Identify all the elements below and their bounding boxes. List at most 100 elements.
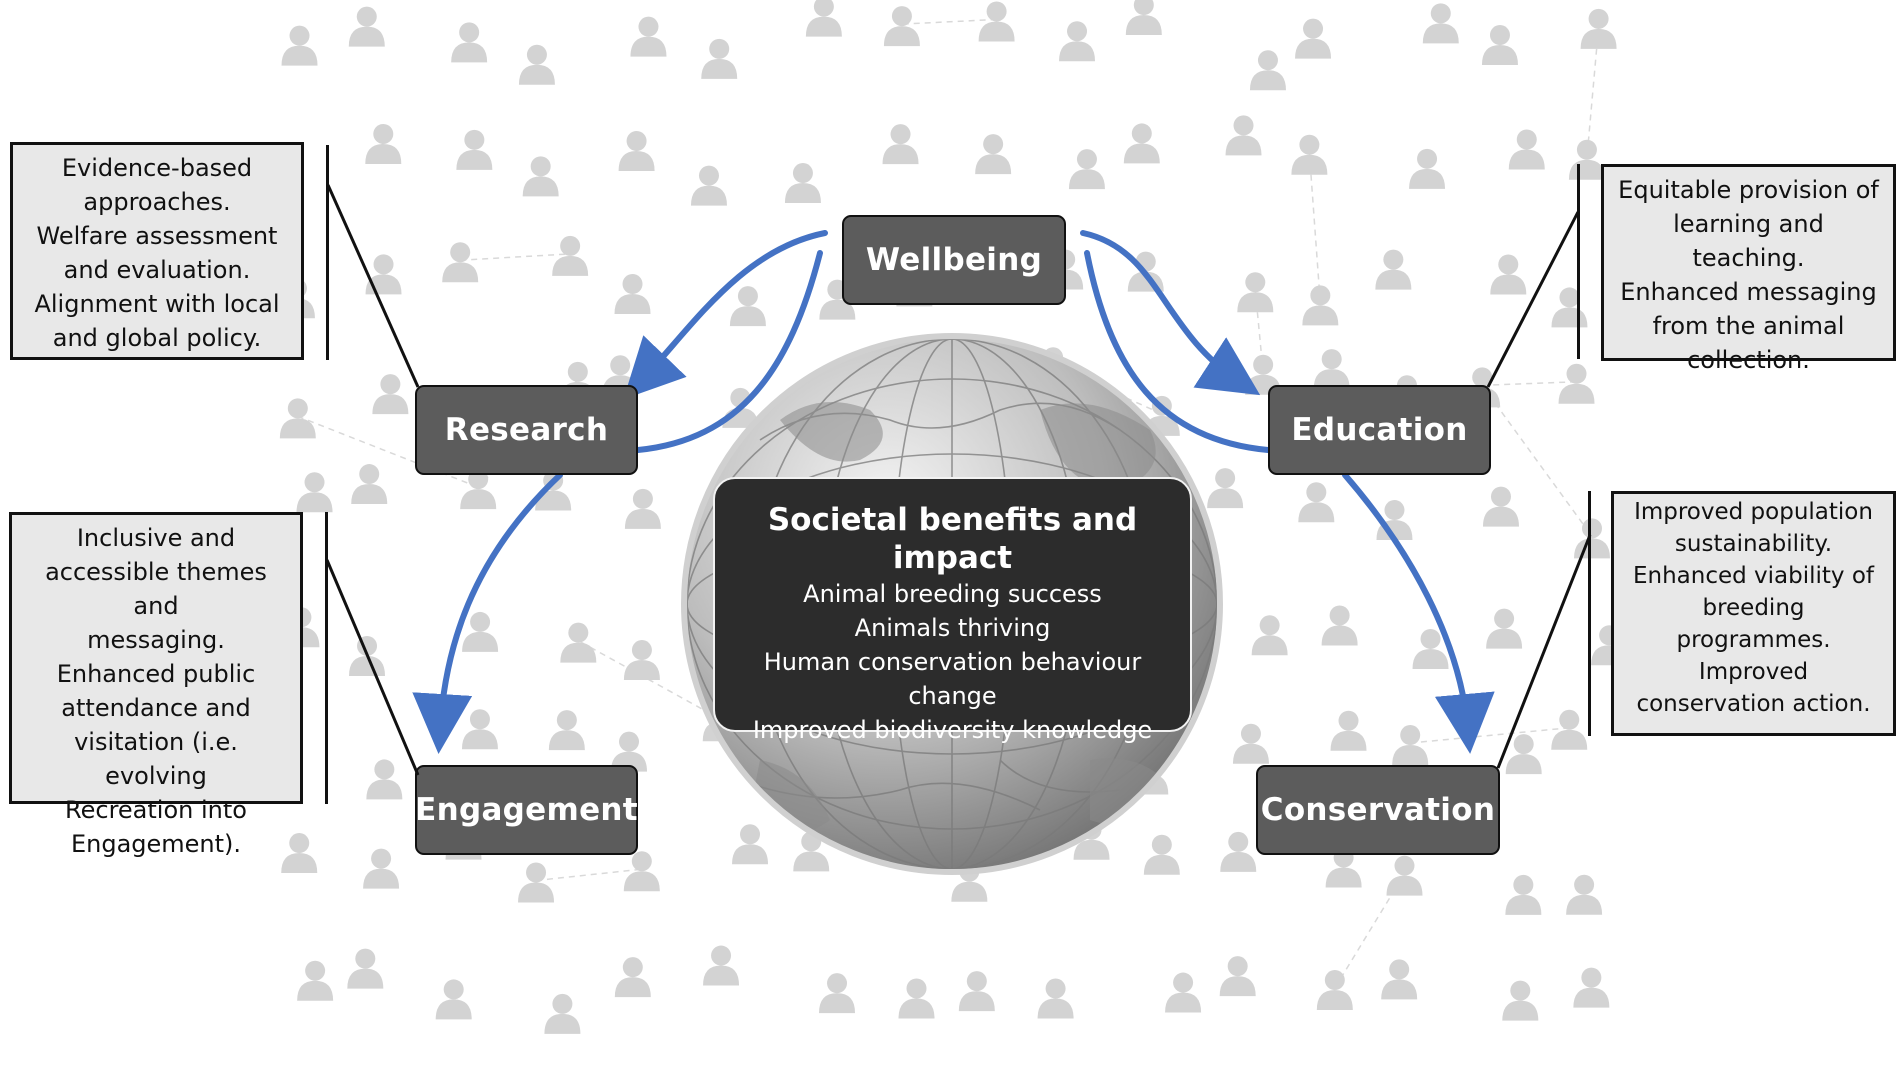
note-line: Evidence-based: [61, 154, 253, 182]
person-icon: [1558, 363, 1595, 404]
person-icon: [701, 38, 738, 79]
person-icon: [1505, 734, 1542, 775]
note-line: messaging.: [87, 626, 225, 654]
person-icon: [1486, 608, 1523, 649]
person-icon: [1313, 349, 1350, 390]
arrow-wellbeing-to-research-return: [635, 250, 823, 453]
network-link: [535, 868, 642, 882]
person-icon: [435, 979, 472, 1020]
impact-line: Animal breeding success: [803, 580, 1102, 608]
person-icon: [978, 1, 1015, 42]
person-icon: [1412, 628, 1449, 669]
person-icon: [1422, 3, 1459, 44]
note-line: breeding: [1702, 595, 1805, 621]
note-line: programmes.: [1676, 627, 1831, 653]
person-icon: [462, 611, 499, 652]
engagement-node: Engagement: [415, 765, 638, 855]
note-line: learning and teaching.: [1673, 210, 1824, 272]
person-icon: [732, 824, 769, 865]
arrow-wellbeing-to-research: [623, 230, 828, 400]
note-line: Equitable provision of: [1618, 176, 1879, 204]
wellbeing-node: Wellbeing: [842, 215, 1066, 305]
note-line: Inclusive and: [76, 524, 236, 552]
person-icon: [1508, 129, 1545, 170]
impact-line: Animals thriving: [854, 614, 1051, 642]
person-icon: [366, 759, 403, 800]
person-icon: [1409, 148, 1446, 189]
person-icon: [1237, 272, 1274, 313]
person-icon: [958, 971, 995, 1012]
person-icon: [442, 242, 479, 283]
person-icon: [296, 472, 333, 513]
person-icon: [518, 862, 555, 903]
person-icon: [1165, 972, 1202, 1013]
person-icon: [1321, 605, 1358, 646]
education-node: Education: [1268, 385, 1491, 475]
person-icon: [552, 235, 589, 276]
person-icon: [1143, 834, 1180, 875]
person-icon: [819, 973, 856, 1014]
person-icon: [1232, 723, 1269, 764]
person-icon: [898, 978, 935, 1019]
person-icon: [1298, 482, 1335, 523]
person-icon: [703, 945, 740, 986]
person-icon: [1330, 710, 1367, 751]
note-line: from the animal: [1652, 312, 1845, 340]
person-icon: [1505, 874, 1542, 915]
person-icon: [1551, 709, 1588, 750]
note-line: visitation (i.e. evolving: [74, 728, 238, 790]
note-line: Welfare assessment: [36, 222, 278, 250]
note-line: Engagement).: [70, 830, 242, 858]
person-icon: [1566, 874, 1603, 915]
research-bracket: [326, 145, 329, 360]
note-line: Enhanced public: [56, 660, 256, 688]
person-icon: [1580, 8, 1617, 49]
person-icon: [347, 948, 384, 989]
note-line: Improved population: [1634, 499, 1873, 525]
education-note: Equitable provision of learning and teac…: [1601, 164, 1896, 374]
impact-line: Human conservation behaviour: [763, 648, 1142, 676]
person-icon: [1386, 855, 1423, 896]
education-bracket: [1577, 164, 1580, 359]
conservation-node: Conservation: [1256, 765, 1500, 855]
person-icon: [1225, 115, 1262, 156]
person-icon: [1490, 254, 1527, 295]
person-icon: [690, 165, 727, 206]
person-icon: [1291, 134, 1328, 175]
note-line: attendance and: [61, 694, 251, 722]
research-note: Evidence-based approaches. Welfare asses…: [10, 142, 304, 360]
person-icon: [1573, 967, 1610, 1008]
engagement-note: Inclusive and accessible themes and mess…: [9, 512, 303, 858]
person-icon: [882, 124, 919, 165]
person-icon: [1207, 468, 1244, 509]
societal-benefits-title: Societal benefits and impact: [767, 502, 1138, 576]
person-icon: [1502, 980, 1539, 1021]
person-icon: [1037, 978, 1074, 1019]
note-line: collection.: [1687, 346, 1810, 374]
note-line: and global policy.: [52, 324, 262, 352]
person-icon: [451, 22, 488, 63]
person-icon: [1375, 249, 1412, 290]
research-node: Research: [415, 385, 638, 475]
conservation-note: Improved population sustainability. Enha…: [1611, 491, 1896, 736]
arrow-research-to-engagement: [412, 472, 563, 754]
person-icon: [1295, 18, 1332, 59]
person-icon: [279, 398, 316, 439]
impact-line: change: [908, 682, 997, 710]
arrow-wellbeing-to-education: [1080, 230, 1261, 396]
person-icon: [1125, 0, 1162, 36]
person-icon: [1249, 50, 1286, 91]
person-icon: [623, 851, 660, 892]
person-icon: [883, 6, 920, 47]
person-icon: [544, 993, 581, 1034]
person-icon: [456, 129, 493, 170]
impact-line: Improved biodiversity knowledge: [752, 716, 1153, 744]
note-line: Enhanced viability of: [1632, 563, 1875, 589]
person-icon: [372, 374, 409, 415]
arrow-wellbeing-to-education-return: [1084, 250, 1271, 453]
person-icon: [1219, 956, 1256, 997]
person-icon: [623, 640, 660, 681]
person-icon: [365, 123, 402, 164]
